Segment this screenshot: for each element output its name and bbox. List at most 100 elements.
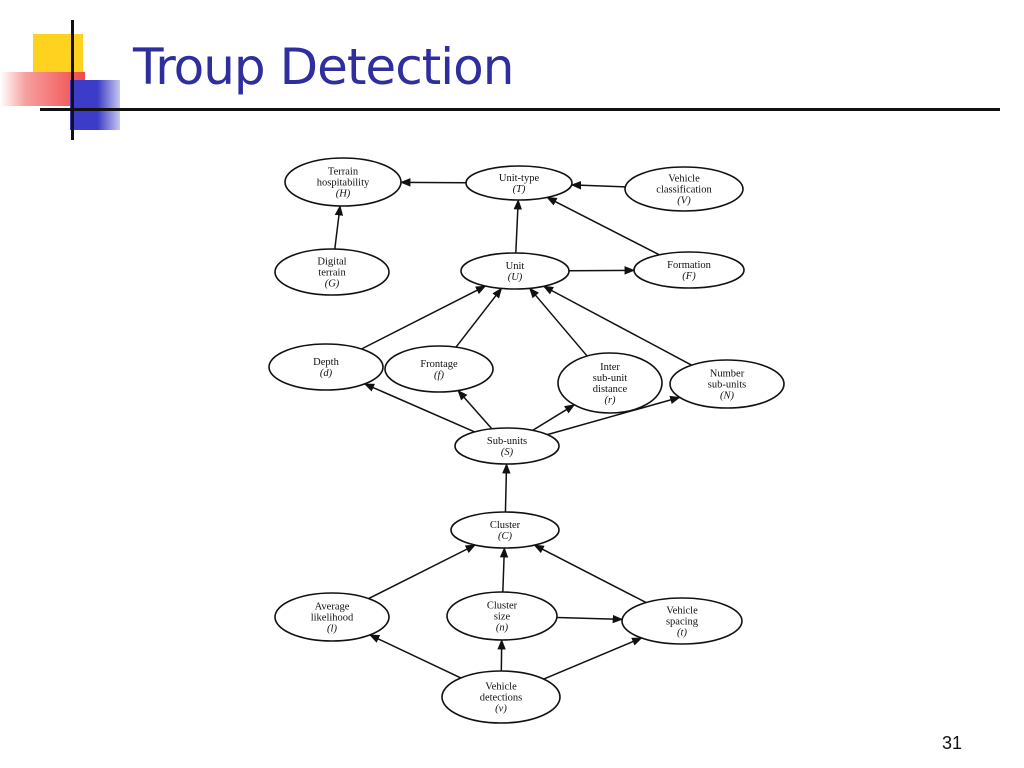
- node-label-line: (v): [495, 704, 507, 715]
- node-label-line: (d): [320, 368, 333, 379]
- node-label-line: terrain: [318, 268, 346, 279]
- node-label-line: Formation: [667, 260, 711, 271]
- node-label-line: likelihood: [311, 613, 354, 624]
- node-label-line: detections: [480, 693, 523, 704]
- edge-F-to-T: [546, 196, 660, 256]
- node-label-line: (t): [677, 628, 687, 639]
- node-label-line: Vehicle: [666, 606, 698, 617]
- edge-f-to-U: [455, 287, 503, 348]
- edges-layer: [334, 178, 693, 680]
- node-label-line: (N): [720, 391, 735, 402]
- node-label-line: Inter: [600, 362, 620, 373]
- node-label-line: hospitability: [317, 178, 370, 189]
- node-ellipse: [621, 597, 743, 645]
- edge-d-to-U: [361, 285, 487, 350]
- node-label-line: Sub-units: [487, 436, 527, 447]
- node-label-line: Digital: [317, 257, 346, 268]
- node-label-line: Terrain: [328, 167, 359, 178]
- node-label-line: Cluster: [487, 601, 518, 612]
- deco-blue-square: [70, 80, 120, 130]
- node-label-line: distance: [593, 384, 628, 395]
- node-label-line: Vehicle: [668, 174, 700, 185]
- node-ellipse: [465, 165, 573, 201]
- node-ellipse: [557, 352, 663, 414]
- node-ellipse: [384, 345, 494, 393]
- edge-n-to-t: [556, 614, 624, 624]
- edge-V-to-T: [570, 181, 626, 190]
- node-label-line: (F): [682, 271, 696, 282]
- node-U: Unit(U): [460, 252, 570, 290]
- edge-N-to-U: [542, 285, 693, 366]
- node-label-line: (U): [508, 272, 523, 283]
- corner-decoration: [0, 0, 130, 140]
- node-label-line: (T): [513, 184, 526, 195]
- edge-v-to-l: [368, 634, 462, 679]
- node-label-line: Vehicle: [485, 682, 517, 693]
- node-ellipse: [274, 592, 390, 642]
- node-label-line: (H): [336, 189, 351, 200]
- edge-U-to-T: [513, 198, 522, 254]
- edge-C-to-S: [502, 462, 511, 513]
- node-label-line: (r): [604, 395, 616, 406]
- node-T: Unit-type(T): [465, 165, 573, 201]
- node-label-line: Unit-type: [499, 173, 540, 184]
- node-label-line: sub-unit: [593, 373, 628, 384]
- node-label-line: (f): [434, 370, 444, 381]
- title-rule: [40, 108, 1000, 111]
- slide-number: 31: [942, 733, 963, 753]
- edge-n-to-C: [499, 546, 509, 593]
- node-label-line: classification: [656, 185, 712, 196]
- node-label-line: (G): [325, 279, 340, 290]
- node-label-line: spacing: [666, 617, 699, 628]
- node-ellipse: [450, 511, 560, 549]
- node-ellipse: [446, 591, 558, 641]
- edge-v-to-t: [543, 637, 643, 680]
- node-label-line: Unit: [506, 261, 525, 272]
- slide-title: Troup Detection: [133, 38, 514, 96]
- node-label-line: (V): [677, 196, 691, 207]
- node-ellipse: [460, 252, 570, 290]
- node-ellipse: [274, 248, 390, 296]
- node-ellipse: [669, 359, 785, 409]
- deco-vertical-line: [71, 20, 74, 140]
- node-ellipse: [268, 343, 384, 391]
- node-label-line: Depth: [313, 357, 339, 368]
- edge-l-to-C: [368, 544, 477, 600]
- node-C: Cluster(C): [450, 511, 560, 549]
- edge-S-to-N: [547, 395, 681, 436]
- node-label-line: Cluster: [490, 520, 521, 531]
- node-label-line: Average: [315, 602, 350, 613]
- edge-r-to-U: [529, 287, 588, 357]
- node-label-line: (C): [498, 531, 513, 542]
- edge-G-to-H: [334, 204, 344, 250]
- node-d: Depth(d): [268, 343, 384, 391]
- node-f: Frontage(f): [384, 345, 494, 393]
- edge-t-to-C: [533, 544, 647, 604]
- node-S: Sub-units(S): [454, 427, 560, 465]
- node-label-line: (S): [501, 447, 514, 458]
- node-ellipse: [454, 427, 560, 465]
- node-ellipse: [284, 157, 402, 207]
- node-label-line: (l): [327, 624, 337, 635]
- node-label-line: Number: [710, 369, 745, 380]
- node-F: Formation(F): [633, 251, 745, 289]
- edge-S-to-f: [457, 389, 493, 430]
- node-label-line: size: [494, 612, 511, 623]
- node-label-line: Frontage: [420, 359, 458, 370]
- node-label-line: (n): [496, 623, 509, 634]
- node-ellipse: [441, 670, 561, 724]
- node-ellipse: [633, 251, 745, 289]
- node-ellipse: [624, 166, 744, 212]
- edge-S-to-r: [532, 404, 576, 431]
- edge-S-to-d: [363, 383, 475, 433]
